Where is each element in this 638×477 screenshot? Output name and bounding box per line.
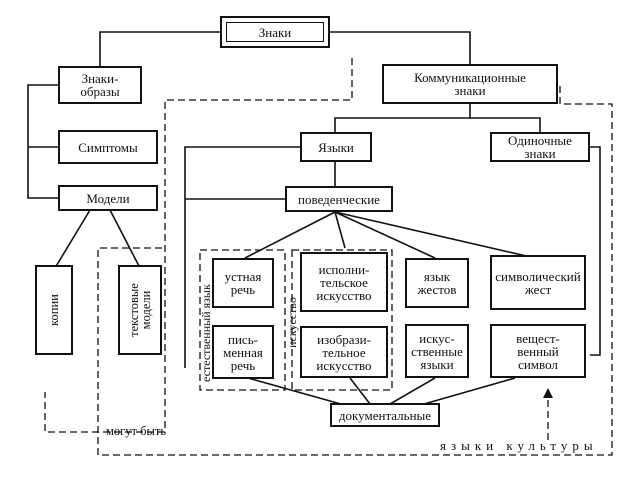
line-fine-doc [349, 377, 371, 405]
line-behavioral-symbolic [334, 211, 536, 259]
node-image-signs: Знаки- образы [58, 66, 142, 104]
node-single-signs-label: Одиночные знаки [508, 133, 572, 161]
node-artificial-languages-label: искус- ственные языки [411, 330, 463, 372]
dashed-art [291, 249, 393, 391]
line-signs-right [330, 31, 471, 66]
dashed-natural-language [199, 249, 286, 391]
node-documentary: документальные [330, 403, 440, 427]
node-sign-language-label: язык жестов [417, 269, 457, 297]
line-behavioral-performing [334, 211, 346, 249]
node-symptoms: Симптомы [58, 130, 158, 164]
dashed-culture-boundary [44, 58, 353, 433]
node-material-symbol: вещест- венный символ [490, 324, 586, 378]
node-sign-language: язык жестов [405, 258, 469, 308]
annotation-culture-languages: языки культуры [440, 438, 598, 453]
group-label-art: искусство [285, 297, 299, 348]
node-oral-speech-label: устная речь [224, 269, 262, 297]
group-label-natural-language: естественный язык [199, 284, 213, 382]
node-text-models: текстовые модели [118, 265, 162, 355]
node-symbolic-gesture: символический жест [490, 255, 586, 310]
node-image-signs-label: Знаки- образы [80, 71, 120, 99]
node-fine-art: изобрази- тельное искусство [300, 326, 388, 378]
node-models-label: Модели [86, 190, 130, 206]
line-single-right [590, 146, 601, 356]
node-material-symbol-label: вещест- венный символ [516, 330, 560, 372]
node-performing-art: исполни- тельское искусство [300, 252, 388, 312]
node-languages: Языки [300, 132, 372, 162]
dashed-culture-outer [97, 86, 613, 456]
annotation-can-be: могут быть [106, 424, 167, 438]
node-copies-label: копии [46, 294, 61, 326]
line-comm-branch [334, 104, 471, 136]
node-signs: Знаки [220, 16, 330, 48]
line-models-copies [54, 209, 91, 269]
node-written-speech: пись- менная речь [212, 325, 274, 379]
line-signs-left [99, 31, 220, 68]
node-performing-art-label: исполни- тельское искусство [316, 261, 372, 303]
line-models-text [109, 209, 141, 269]
node-languages-label: Языки [318, 139, 354, 155]
node-text-models-label: текстовые модели [127, 283, 153, 337]
line-artificial-doc [389, 377, 436, 405]
node-single-signs: Одиночные знаки [490, 132, 590, 162]
line-languages-left [184, 146, 300, 368]
node-communication-signs: Коммуникационные знаки [382, 64, 558, 104]
line-comm-single [470, 117, 541, 132]
node-signs-label: Знаки [258, 24, 292, 40]
node-copies: копии [35, 265, 73, 355]
line-behavioral-gesture [334, 211, 436, 259]
node-written-speech-label: пись- менная речь [223, 331, 263, 373]
node-communication-signs-label: Коммуникационные знаки [414, 70, 526, 98]
node-symbolic-gesture-label: символический жест [495, 268, 581, 297]
node-symptoms-label: Симптомы [78, 139, 138, 155]
node-artificial-languages: искус- ственные языки [405, 324, 469, 378]
node-fine-art-label: изобрази- тельное искусство [316, 331, 372, 373]
line-left-spine [27, 84, 58, 199]
node-behavioral-label: поведенческие [298, 191, 380, 207]
arrow-head [543, 388, 553, 398]
node-oral-speech: устная речь [212, 258, 274, 308]
node-documentary-label: документальные [338, 407, 432, 423]
node-behavioral: поведенческие [285, 186, 393, 212]
node-models: Модели [58, 185, 158, 211]
